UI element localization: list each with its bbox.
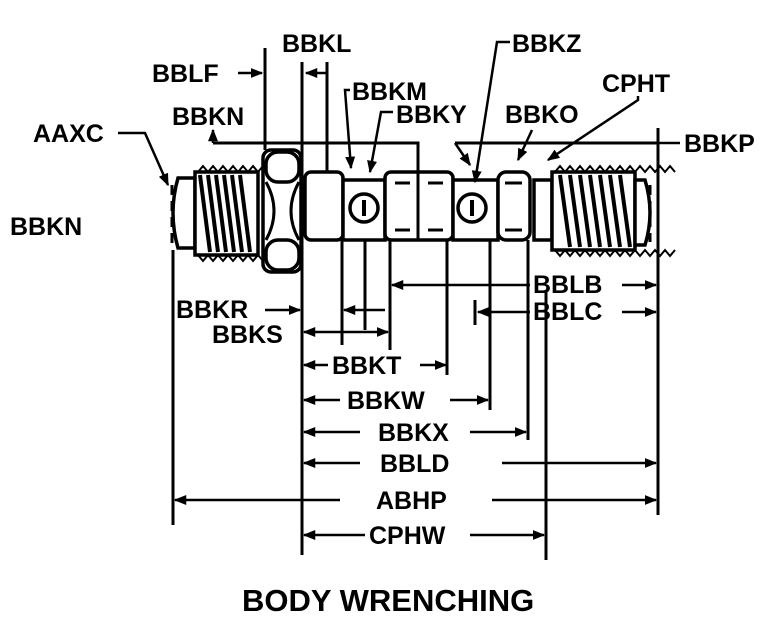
- dim-bbkx: BBKX: [378, 419, 449, 447]
- hex-nut: [261, 148, 303, 274]
- dim-cphw: CPHW: [369, 522, 446, 550]
- callout-bbkl: BBKL: [282, 30, 351, 58]
- callout-bbkp: BBKP: [684, 130, 755, 158]
- dim-bblb: BBLB: [533, 271, 602, 299]
- callout-aaxc: AAXC: [33, 120, 104, 148]
- dim-abhp: ABHP: [376, 487, 447, 515]
- dimension-lines: [173, 280, 658, 540]
- extension-lines: [171, 48, 660, 560]
- dim-bbks: BBKS: [212, 321, 283, 349]
- callout-bblf: BBLF: [152, 60, 219, 88]
- dim-bbkw: BBKW: [347, 387, 425, 415]
- callout-bbky: BBKY: [396, 101, 467, 129]
- callout-bbkn-left: BBKN: [10, 213, 82, 241]
- dim-bbkt: BBKT: [332, 352, 401, 380]
- right-thread: [550, 164, 676, 258]
- callout-bbkn-top: BBKN: [172, 103, 244, 131]
- callout-bbko: BBKO: [505, 101, 579, 129]
- callout-bbkz: BBKZ: [512, 30, 581, 58]
- callout-cpht: CPHT: [602, 70, 670, 98]
- diagram-title: BODY WRENCHING: [242, 583, 534, 618]
- left-thread: [170, 164, 269, 263]
- dim-bbkr: BBKR: [176, 296, 248, 324]
- dim-bbld: BBLD: [380, 450, 449, 478]
- callout-leaders: [118, 40, 680, 187]
- fitting-body: [170, 148, 676, 274]
- callout-bbkm: BBKM: [352, 78, 427, 106]
- dim-bblc: BBLC: [533, 298, 602, 326]
- center-body: [303, 170, 554, 242]
